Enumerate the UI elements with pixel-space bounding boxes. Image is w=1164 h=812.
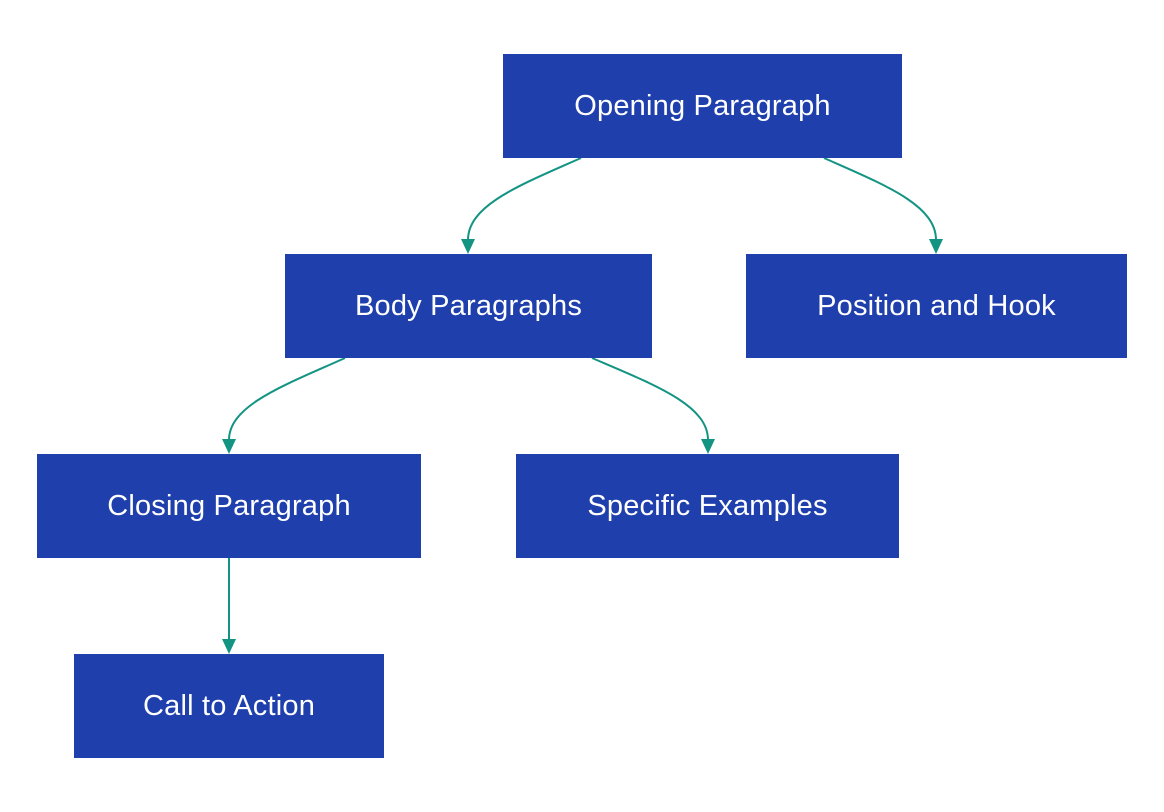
node-label: Position and Hook [817, 289, 1056, 322]
node-body-paragraphs: Body Paragraphs [285, 254, 652, 358]
node-label: Body Paragraphs [354, 289, 583, 322]
node-call-to-action: Call to Action [74, 654, 384, 758]
edge-opening-to-position [823, 157, 937, 241]
node-label: Specific Examples [587, 489, 828, 522]
arrowhead-position [929, 239, 943, 254]
node-closing-paragraph: Closing Paragraph [37, 454, 421, 558]
node-specific-examples: Specific Examples [516, 454, 899, 558]
edge-opening-to-body [467, 157, 582, 241]
node-label: Opening Paragraph [574, 89, 831, 122]
arrowhead-body [461, 239, 475, 254]
arrowhead-examples [701, 439, 715, 454]
edge-body-to-closing [228, 357, 346, 441]
edge-body-to-examples [591, 357, 709, 441]
node-label: Closing Paragraph [107, 489, 351, 522]
arrowhead-closing [222, 439, 236, 454]
arrowhead-cta [222, 639, 236, 654]
node-position-and-hook: Position and Hook [746, 254, 1127, 358]
node-opening-paragraph: Opening Paragraph [503, 54, 902, 158]
node-label: Call to Action [142, 689, 316, 722]
